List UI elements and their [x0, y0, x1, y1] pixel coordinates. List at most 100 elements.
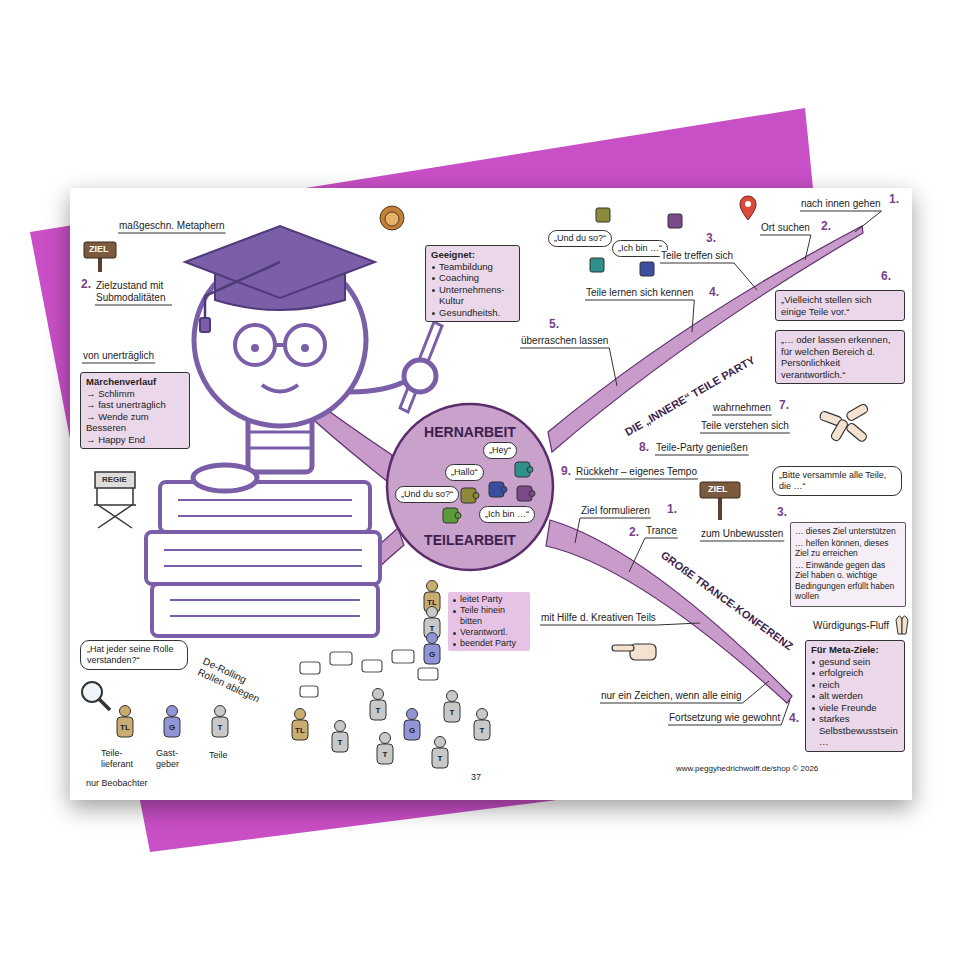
branch-label: überraschen lassen — [520, 335, 609, 347]
node-title: „Hat jeder seine Rolle verstanden?“ — [87, 644, 181, 666]
leader-line — [760, 235, 811, 260]
node-title: „Und du so?“ — [554, 233, 606, 244]
lion — [380, 206, 404, 230]
person-figures — [215, 706, 226, 717]
node-title: … dieses Ziel unterstützen — [795, 526, 901, 537]
node-text: gesund sein — [811, 656, 899, 668]
figure-letter: TL — [120, 723, 130, 732]
branch-label: nur Beobachter — [85, 778, 149, 789]
branch-label: Fortsetzung wie gewohnt — [668, 712, 781, 724]
callout-number: 3. — [776, 506, 788, 519]
chat-bubbles — [330, 652, 352, 665]
branch-label: www.peggyhedrichwolff.de/shop © 2026 — [675, 764, 819, 774]
figure-letter: T — [383, 750, 388, 759]
puzzle-knob — [455, 513, 461, 519]
person-figures — [164, 717, 180, 737]
node-title: „Vielleicht stellen sich einige Teile vo… — [781, 294, 899, 317]
person-figures — [212, 717, 228, 737]
books — [178, 515, 352, 517]
lightbulb-figure — [235, 325, 275, 365]
person-figures — [120, 706, 131, 717]
lightbulb-figure — [251, 344, 259, 352]
callout-number: 5. — [548, 318, 560, 331]
director-chair — [95, 472, 135, 488]
location-pin — [740, 196, 756, 220]
branch-label: 37 — [470, 772, 482, 783]
goal-sign — [718, 498, 722, 520]
books — [146, 482, 380, 636]
node-title: „… oder lassen erkennen, für welchen Ber… — [781, 334, 899, 380]
speech-bubble: „Und du so?“ — [548, 230, 612, 247]
node-title: „Hallo“ — [451, 467, 478, 478]
director-chair — [94, 504, 136, 506]
node-text: → fast unerträglich — [86, 399, 184, 411]
person-figures — [427, 633, 438, 644]
chat-bubbles — [392, 650, 414, 663]
lightbulb-figure — [248, 431, 312, 434]
puzzle-knob — [527, 467, 533, 473]
chat-bubbles — [300, 662, 320, 674]
node-text: → Happy End — [86, 434, 184, 446]
node-text: TEILEARBEIT — [385, 532, 555, 548]
lightbulb-figure — [275, 343, 285, 347]
person-figures — [292, 720, 308, 740]
leader-line — [585, 300, 694, 332]
node-title: „Hey“ — [489, 445, 511, 456]
branch-label: maßgeschn. Metaphern — [118, 220, 226, 232]
node-text: … Einwände gegen das Ziel haben o. wicht… — [795, 560, 901, 602]
info-box: Für Meta-Ziele:gesund seinerfolgreichrei… — [805, 640, 905, 752]
director-chair — [132, 488, 134, 505]
person-figures — [117, 717, 133, 737]
praying-hands — [896, 616, 908, 634]
node-text: … helfen können, dieses Ziel zu erreiche… — [795, 538, 901, 559]
lightbulb-figure — [262, 385, 298, 392]
node-text: erfolgreich — [811, 667, 899, 679]
location-pin — [745, 201, 751, 207]
speech-bubble: „Hey“ — [483, 442, 517, 459]
leader-line — [712, 415, 772, 416]
person-figures — [427, 581, 438, 592]
callout-number: 1. — [888, 193, 900, 206]
pointing-hand — [612, 645, 634, 651]
person-figures — [404, 720, 420, 740]
director-chair — [98, 505, 132, 528]
node-text: Unternehmens-Kultur — [431, 284, 514, 307]
person-figures — [424, 644, 440, 664]
node-title: Für Meta-Ziele: — [811, 644, 899, 656]
branch-label: Trance — [645, 525, 678, 537]
praying-hands — [896, 616, 902, 634]
speech-bubble: „Ich bin …“ — [479, 506, 535, 523]
node-text: reich — [811, 679, 899, 691]
goal-sign — [700, 482, 740, 498]
figure-letter: TL — [295, 726, 305, 735]
chat-bubbles — [418, 668, 438, 680]
chair-text: REGIE — [101, 475, 128, 485]
lion — [380, 206, 404, 230]
branch-label: Ziel formulieren — [580, 505, 651, 517]
person-figures — [447, 691, 458, 702]
person-figures — [477, 709, 488, 720]
node-text: Verantwortl. — [452, 627, 526, 638]
info-box: Geeignet:TeambildungCoachingUnternehmens… — [425, 245, 520, 322]
location-pin — [740, 196, 756, 220]
branch-label: Rückkehr – eigenes Tempo — [575, 466, 698, 478]
person-figures — [427, 607, 438, 618]
node-title: „Ich bin …“ — [618, 243, 662, 254]
graduation-cap — [200, 318, 210, 332]
hands-icon — [845, 403, 869, 422]
puzzle-knob — [501, 487, 507, 493]
callout-box: „Vielleicht stellen sich einige Teile vo… — [775, 290, 905, 321]
figure-letter: T — [430, 624, 435, 633]
pointing-hand — [612, 644, 656, 660]
node-text: alt werden — [811, 690, 899, 702]
puzzle-piece — [668, 214, 682, 228]
leader-line — [600, 681, 769, 703]
director-chair — [96, 488, 98, 505]
figure-letter: G — [409, 726, 415, 735]
callout-number: 2. — [628, 526, 640, 539]
branch-label: Teile-lieferant — [100, 748, 150, 770]
node-text: beendet Party — [452, 638, 526, 649]
callout-box: „… oder lassen erkennen, für welchen Ber… — [775, 330, 905, 384]
callout-number: 4. — [708, 286, 720, 299]
